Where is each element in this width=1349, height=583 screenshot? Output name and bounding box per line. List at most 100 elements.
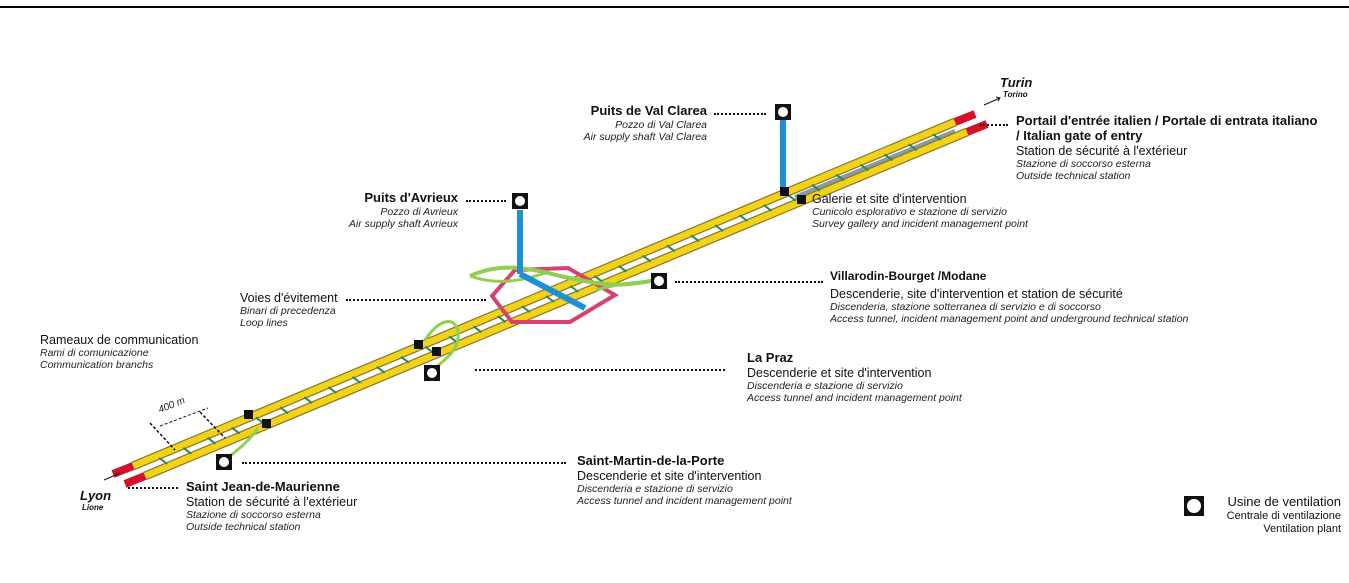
ventilation-plant-icon <box>1184 496 1204 516</box>
top-border <box>0 6 1349 8</box>
la-praz-title: La Praz <box>747 350 794 365</box>
portail-fr: Station de sécurité à l'extérieur <box>1016 143 1188 158</box>
leader-la-praz <box>475 369 725 371</box>
label-galerie: Galerie et site d'intervention Cunicolo … <box>812 192 1028 231</box>
label-la-praz: La Praz Descenderie et site d'interventi… <box>747 350 962 405</box>
city-lyon: Lyon <box>80 488 112 503</box>
label-val-clarea: Puits de Val Clarea Pozzo di Val Clarea … <box>583 103 707 143</box>
galerie-it: Cunicolo esplorativo e stazione di servi… <box>812 206 1007 219</box>
cross-passage-rung <box>859 163 869 172</box>
ventilation-plant-icon <box>651 273 667 289</box>
saint-martin-title: Saint-Martin-de-la-Porte <box>577 453 725 468</box>
saint-jean-en: Outside technical station <box>186 521 301 534</box>
ventilation-plant-icon <box>512 193 528 209</box>
villarodin-title: Villarodin-Bourget /Modane <box>830 269 987 283</box>
survey-gallery <box>794 129 956 199</box>
villarodin-fr: Descenderie, site d'intervention et stat… <box>830 286 1123 301</box>
ventilation-plant-icon <box>424 365 440 381</box>
saint-jean-title: Saint Jean-de-Maurienne <box>186 479 340 494</box>
galerie-en: Survey gallery and incident management p… <box>812 218 1028 231</box>
saint-martin-fr: Descenderie et site d'intervention <box>577 468 762 483</box>
label-portail: Portail d'entrée italien / Portale di en… <box>1016 113 1318 182</box>
cross-passage-rung <box>424 345 434 354</box>
city-turin: Turin <box>1000 75 1033 90</box>
villarodin-it: Discenderia, stazione sotterranea di ser… <box>830 301 1101 314</box>
saint-jean-fr: Station de sécurité à l'extérieur <box>186 494 358 509</box>
leader-saint-jean <box>128 487 178 489</box>
cross-passage-rung <box>883 153 894 162</box>
label-villarodin: Villarodin-Bourget /Modane Descenderie, … <box>830 269 1189 326</box>
cross-passage-rung <box>811 183 821 192</box>
legend: Usine de ventilation Centrale di ventila… <box>1227 494 1341 536</box>
saint-jean-it: Stazione di soccorso esterna <box>186 509 321 522</box>
avrieux-en: Air supply shaft Avrieux <box>348 218 458 230</box>
saint-martin-it: Discenderia e stazione di servizio <box>577 483 733 496</box>
city-turin-alt: Torino <box>1003 90 1028 99</box>
cross-passage-rung <box>158 457 168 465</box>
cross-passage-rung <box>231 426 241 435</box>
cross-passage-rung <box>787 194 797 202</box>
rameaux-en: Communication branchs <box>40 359 154 372</box>
leader-portail <box>980 124 1008 126</box>
val-clarea-it: Pozzo di Val Clarea <box>615 118 707 131</box>
rameaux-it: Rami di comunicazione <box>40 347 149 360</box>
cross-passage-rung <box>327 386 338 394</box>
avrieux-title: Puits d'Avrieux <box>364 190 458 205</box>
legend-fr: Usine de ventilation <box>1227 494 1341 509</box>
label-avrieux: Puits d'Avrieux Pozzo di Avrieux Air sup… <box>348 190 458 230</box>
ventilation-plant-icon <box>216 454 232 470</box>
direction-arrows <box>103 96 1001 481</box>
ventilation-plant-icon <box>775 104 791 120</box>
la-praz-it: Discenderia e stazione di servizio <box>747 380 903 393</box>
cross-passage-rung <box>762 204 773 212</box>
legend-it: Centrale di ventilazione <box>1226 509 1341 522</box>
cross-passage-rung <box>666 244 676 253</box>
portail-it: Stazione di soccorso esterna <box>1016 158 1151 171</box>
cross-passage-rung <box>617 264 628 273</box>
cross-passage-rung <box>182 446 192 455</box>
cross-passages <box>158 133 942 465</box>
cross-passage-rung <box>472 325 483 334</box>
cross-passage-rung <box>400 355 410 364</box>
cross-passage-rung <box>351 376 362 384</box>
galerie-fr: Galerie et site d'intervention <box>812 192 967 206</box>
la-praz-en: Access tunnel and incident management po… <box>747 392 962 405</box>
label-rameaux: Rameaux de communication Rami di comunic… <box>40 333 198 372</box>
junction-nodes <box>244 187 806 428</box>
cross-passage-rung <box>738 214 749 222</box>
leader-saint-martin <box>242 462 566 464</box>
villarodin-en: Access tunnel, incident management point… <box>830 313 1189 326</box>
label-saint-martin: Saint-Martin-de-la-Porte Descenderie et … <box>577 453 792 508</box>
base-tunnel <box>131 117 969 481</box>
leader-val-clarea <box>714 113 766 115</box>
distance-marker <box>149 407 226 451</box>
leader-villarodin <box>675 281 823 283</box>
saint-martin-en: Access tunnel and incident management po… <box>577 495 792 508</box>
label-voies: Voies d'évitement Binari di precedenza L… <box>240 291 338 330</box>
cross-passage-rung <box>521 305 531 313</box>
cross-passage-rung <box>303 396 313 404</box>
cross-passage-rung <box>593 274 603 283</box>
cross-passage-rung <box>908 143 918 152</box>
cross-passage-rung <box>835 173 845 182</box>
cross-passage-rung <box>642 254 652 263</box>
label-saint-jean: Saint Jean-de-Maurienne Station de sécur… <box>186 479 358 534</box>
cross-passage-rung <box>497 315 507 324</box>
cross-passage-rung <box>376 366 386 374</box>
cross-passage-rung <box>545 295 555 303</box>
voies-it: Binari di precedenza <box>240 305 336 318</box>
cross-passage-rung <box>690 234 700 243</box>
val-clarea-title: Puits de Val Clarea <box>590 103 707 118</box>
la-praz-fr: Descenderie et site d'intervention <box>747 365 932 380</box>
cross-passage-rung <box>569 285 579 293</box>
portail-title-1: Portail d'entrée italien / Portale di en… <box>1016 113 1318 128</box>
cross-passage-rung <box>206 436 217 445</box>
rameaux-fr: Rameaux de communication <box>40 333 199 347</box>
portail-title-2: / Italian gate of entry <box>1016 127 1143 143</box>
city-lyon-alt: Lione <box>82 503 104 512</box>
cross-passage-rung <box>714 224 724 232</box>
cross-passage-rung <box>279 406 289 415</box>
val-clarea-en: Air supply shaft Val Clarea <box>583 131 707 143</box>
cross-passage-rung <box>932 133 942 141</box>
